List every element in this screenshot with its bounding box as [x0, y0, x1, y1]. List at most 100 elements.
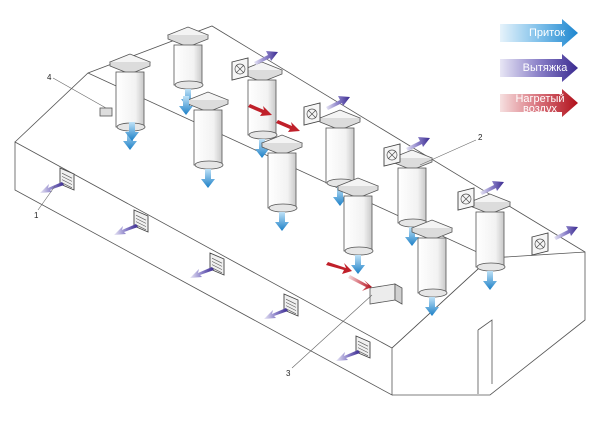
- wall-fans: [40, 167, 371, 361]
- roof-fan-blade-line: [387, 150, 397, 160]
- heated-arrow-icon: [276, 120, 300, 132]
- roof-front-eave: [391, 257, 491, 349]
- duct-bottom: [248, 130, 278, 140]
- supply-arrow-icon: [405, 227, 419, 246]
- roof-fan-blade: [460, 193, 472, 205]
- duct-pipe: [115, 71, 145, 128]
- duct-pipe: [475, 211, 505, 268]
- callout-3: 3: [286, 369, 291, 378]
- heated-arrow-icon: [248, 104, 272, 116]
- roof-exhaust-unit: [303, 96, 350, 126]
- door: [477, 319, 493, 394]
- fan-slat: [285, 305, 297, 311]
- wall-fan: [190, 252, 225, 278]
- duct-pipe: [343, 195, 373, 252]
- roof-exhaust-unit: [383, 137, 430, 167]
- roof-fan-blade-line: [307, 109, 317, 119]
- legend-exhaust-label: Вытяжка: [523, 62, 569, 74]
- exhaust-arrow-icon: [264, 308, 288, 319]
- fan-slat: [61, 176, 73, 182]
- supply-duct: [186, 91, 230, 188]
- exhaust-arrow-icon: [406, 137, 430, 151]
- legend-exhaust: Вытяжка: [500, 54, 578, 82]
- fan-slat: [61, 172, 73, 179]
- fan-slat: [285, 308, 297, 315]
- callout-2: 2: [478, 133, 483, 142]
- callout-line-4: [52, 77, 107, 109]
- callout-lines: [37, 77, 477, 369]
- fan-slat: [135, 221, 147, 227]
- roof-exhaust-unit: [531, 226, 578, 256]
- supply-arrow-icon: [179, 96, 193, 115]
- duct-pipe: [267, 152, 297, 209]
- legend-supply-label: Приток: [529, 27, 565, 39]
- supply-duct: [108, 53, 152, 150]
- roof-exhaust-units: [231, 51, 578, 256]
- fan-slat: [135, 218, 147, 224]
- supply-arrow-icon: [351, 255, 365, 274]
- supply-arrow-icon: [123, 131, 137, 150]
- callout-4: 4: [47, 73, 52, 82]
- heated-arrow-2: [326, 262, 352, 274]
- duct-bottom: [268, 203, 298, 213]
- fan-slat: [61, 179, 73, 185]
- roof-fan-blade-line: [535, 239, 545, 249]
- exhaust-arrow-icon: [114, 224, 138, 235]
- exhaust-arrow-icon: [190, 267, 214, 278]
- heater-unit: [326, 262, 403, 305]
- callout-line-1: [37, 185, 56, 211]
- fan-slat: [211, 264, 223, 270]
- supply-duct: [410, 219, 454, 316]
- legend-supply: Приток: [500, 19, 578, 47]
- supply-duct: [240, 61, 284, 158]
- supply-arrow-icon: [275, 212, 289, 231]
- duct-pipe: [417, 237, 447, 294]
- duct-bottom: [344, 246, 374, 256]
- supply-arrow-icon: [255, 139, 269, 158]
- supply-duct: [390, 149, 434, 246]
- legend-heated-label-2: воздух: [523, 103, 557, 115]
- fan-slat: [357, 350, 369, 357]
- supply-arrow-icon: [425, 297, 439, 316]
- supply-arrow-icon: [483, 271, 497, 290]
- exhaust-arrow-icon: [254, 51, 278, 65]
- duct-bottom: [418, 288, 448, 298]
- wall-fan: [336, 335, 371, 361]
- roof-fan-blade: [306, 108, 318, 120]
- supply-ducts: [108, 26, 512, 316]
- wall-fan: [264, 293, 299, 319]
- exhaust-arrow-icon: [480, 181, 504, 195]
- legend-heated-label-1: Нагретый: [515, 93, 564, 105]
- exhaust-arrow-icon: [326, 96, 350, 110]
- exhaust-arrow-icon: [336, 350, 360, 361]
- wall-fan: [40, 167, 75, 193]
- fan-slat: [357, 347, 369, 353]
- fan-slat: [211, 257, 223, 264]
- roof-fan-blade-line: [235, 64, 245, 74]
- wall-fan: [114, 209, 149, 235]
- fan-slat: [61, 182, 73, 189]
- duct-pipe: [173, 44, 203, 86]
- roof-exhaust-unit: [457, 181, 504, 211]
- roof-fan-blade: [534, 238, 546, 250]
- supply-arrow-icon: [333, 187, 347, 206]
- roof-exhaust-unit: [231, 51, 278, 81]
- fan-slat: [135, 224, 147, 231]
- supply-duct: [260, 134, 304, 231]
- heated-arrows: [248, 104, 300, 132]
- duct-pipe: [397, 167, 427, 224]
- fan-slat: [285, 302, 297, 308]
- duct-bottom: [194, 160, 224, 170]
- supply-duct: [318, 109, 362, 206]
- callout-labels: 1 2 3 4: [34, 73, 483, 378]
- supply-arrow-icon: [201, 169, 215, 188]
- heated-arrow: [348, 275, 372, 291]
- legend: Приток Вытяжка Нагретый воздух: [500, 19, 578, 117]
- duct-pipe: [325, 127, 355, 184]
- roof-back-ridge: [14, 25, 586, 253]
- duct-bottom: [174, 80, 204, 90]
- supply-duct: [166, 26, 210, 108]
- duct-pipe: [193, 109, 223, 166]
- exhaust-arrow-icon: [40, 182, 64, 193]
